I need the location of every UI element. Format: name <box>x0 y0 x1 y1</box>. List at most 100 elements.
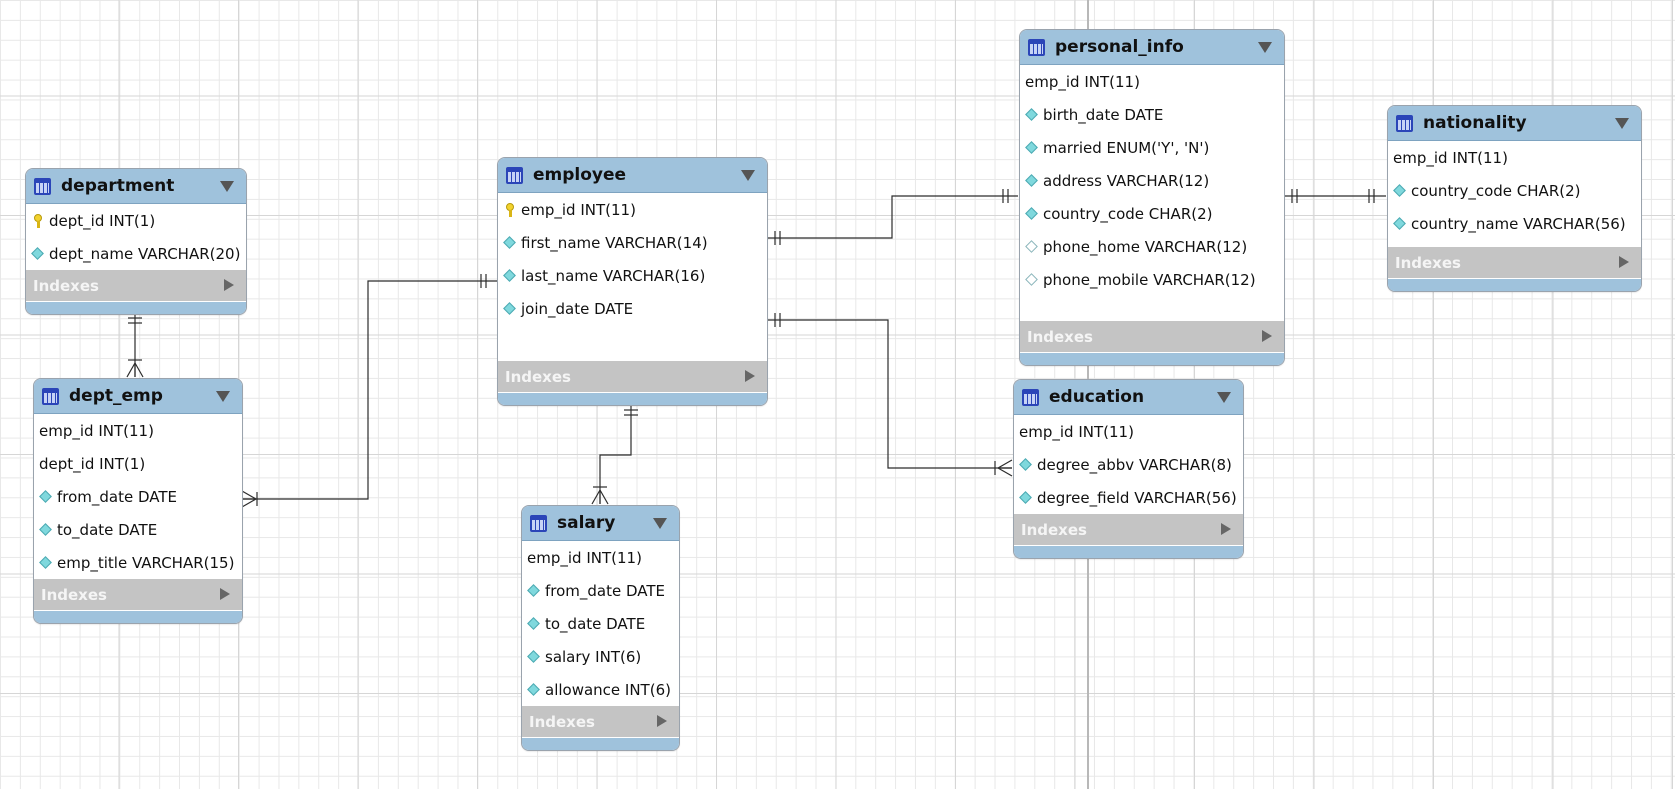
table-dept-emp[interactable]: dept_emp emp_id INT(11) dept_id INT(1) f… <box>33 378 243 624</box>
column-row[interactable]: last_name VARCHAR(16) <box>498 259 767 292</box>
expand-arrow-icon[interactable] <box>657 715 667 727</box>
column-label: emp_id INT(11) <box>1393 148 1508 167</box>
column-diamond-icon <box>526 649 542 665</box>
column-row[interactable]: dept_name VARCHAR(20) <box>26 237 246 270</box>
column-row[interactable]: phone_mobile VARCHAR(12) <box>1020 263 1284 296</box>
collapse-triangle-icon[interactable] <box>1615 118 1629 129</box>
rel-employee-dept-emp[interactable] <box>241 274 497 508</box>
collapse-triangle-icon[interactable] <box>216 391 230 402</box>
indexes-bar[interactable]: Indexes <box>26 270 246 301</box>
column-row[interactable]: married ENUM('Y', 'N') <box>1020 131 1284 164</box>
column-row[interactable]: allowance INT(6) <box>522 673 679 706</box>
rel-employee-education[interactable] <box>767 313 1013 477</box>
indexes-bar[interactable]: Indexes <box>1020 321 1284 352</box>
column-row[interactable]: emp_id INT(11) <box>1014 415 1243 448</box>
table-name: nationality <box>1423 113 1527 133</box>
indexes-label: Indexes <box>529 712 595 731</box>
table-name: personal_info <box>1055 37 1184 57</box>
rel-personal-info-nationality[interactable] <box>1284 189 1386 203</box>
column-diamond-icon <box>1018 457 1034 473</box>
expand-arrow-icon[interactable] <box>1619 256 1629 268</box>
column-label: salary INT(6) <box>545 647 642 666</box>
column-row[interactable]: address VARCHAR(12) <box>1020 164 1284 197</box>
column-row[interactable]: to_date DATE <box>522 607 679 640</box>
column-row[interactable]: to_date DATE <box>34 513 242 546</box>
column-row[interactable]: emp_id INT(11) <box>522 541 679 574</box>
indexes-bar[interactable]: Indexes <box>522 706 679 737</box>
nullable-diamond-icon <box>1024 272 1040 288</box>
table-icon <box>1022 388 1039 406</box>
column-row[interactable]: dept_id INT(1) <box>34 447 242 480</box>
table-header[interactable]: salary <box>522 506 679 541</box>
table-salary[interactable]: salary emp_id INT(11) from_date DATE to_… <box>521 505 680 751</box>
collapse-triangle-icon[interactable] <box>653 518 667 529</box>
collapse-triangle-icon[interactable] <box>741 170 755 181</box>
collapse-triangle-icon[interactable] <box>1258 42 1272 53</box>
rel-department-dept-emp[interactable] <box>126 314 144 378</box>
column-label: emp_id INT(11) <box>39 421 154 440</box>
rel-employee-personal-info[interactable] <box>767 189 1018 245</box>
column-diamond-icon <box>38 555 54 571</box>
indexes-bar[interactable]: Indexes <box>498 361 767 392</box>
table-header[interactable]: dept_emp <box>34 379 242 414</box>
table-department[interactable]: department dept_id INT(1) dept_name VARC… <box>25 168 247 315</box>
column-diamond-icon <box>502 268 518 284</box>
column-row[interactable]: emp_id INT(11) <box>1020 65 1284 98</box>
column-row[interactable]: join_date DATE <box>498 292 767 325</box>
column-label: country_name VARCHAR(56) <box>1411 214 1626 233</box>
column-row[interactable]: emp_title VARCHAR(15) <box>34 546 242 579</box>
indexes-label: Indexes <box>1395 253 1461 272</box>
table-icon <box>42 387 59 405</box>
column-label: emp_id INT(11) <box>1019 422 1134 441</box>
column-label: dept_name VARCHAR(20) <box>49 244 241 263</box>
indexes-bar[interactable]: Indexes <box>1014 514 1243 545</box>
rel-employee-salary[interactable] <box>591 404 638 505</box>
table-icon <box>1396 114 1413 132</box>
column-row[interactable]: emp_id INT(11) <box>498 193 767 226</box>
column-row[interactable]: dept_id INT(1) <box>26 204 246 237</box>
table-footer <box>522 738 679 750</box>
column-row[interactable]: emp_id INT(11) <box>34 414 242 447</box>
collapse-triangle-icon[interactable] <box>220 181 234 192</box>
column-row[interactable]: salary INT(6) <box>522 640 679 673</box>
expand-arrow-icon[interactable] <box>1221 523 1231 535</box>
table-header[interactable]: education <box>1014 380 1243 415</box>
table-header[interactable]: employee <box>498 158 767 193</box>
expand-arrow-icon[interactable] <box>1262 330 1272 342</box>
column-row[interactable]: birth_date DATE <box>1020 98 1284 131</box>
column-row[interactable]: from_date DATE <box>34 480 242 513</box>
table-header[interactable]: personal_info <box>1020 30 1284 65</box>
column-label: phone_mobile VARCHAR(12) <box>1043 270 1256 289</box>
column-row[interactable]: country_code CHAR(2) <box>1388 174 1641 207</box>
column-row[interactable]: degree_field VARCHAR(56) <box>1014 481 1243 514</box>
column-row[interactable]: emp_id INT(11) <box>1388 141 1641 174</box>
indexes-label: Indexes <box>33 276 99 295</box>
column-row[interactable]: first_name VARCHAR(14) <box>498 226 767 259</box>
indexes-bar[interactable]: Indexes <box>34 579 242 610</box>
column-label: emp_id INT(11) <box>527 548 642 567</box>
table-personal-info[interactable]: personal_info emp_id INT(11) birth_date … <box>1019 29 1285 366</box>
table-header[interactable]: department <box>26 169 246 204</box>
column-row[interactable]: phone_home VARCHAR(12) <box>1020 230 1284 263</box>
expand-arrow-icon[interactable] <box>220 588 230 600</box>
table-employee[interactable]: employee emp_id INT(11) first_name VARCH… <box>497 157 768 406</box>
column-row[interactable]: degree_abbv VARCHAR(8) <box>1014 448 1243 481</box>
column-row[interactable]: country_name VARCHAR(56) <box>1388 207 1641 240</box>
expand-arrow-icon[interactable] <box>224 279 234 291</box>
table-education[interactable]: education emp_id INT(11) degree_abbv VAR… <box>1013 379 1244 559</box>
column-label: married ENUM('Y', 'N') <box>1043 138 1210 157</box>
expand-arrow-icon[interactable] <box>745 370 755 382</box>
column-label: from_date DATE <box>57 487 178 506</box>
column-row[interactable]: country_code CHAR(2) <box>1020 197 1284 230</box>
table-icon <box>34 177 51 195</box>
table-header[interactable]: nationality <box>1388 106 1641 141</box>
column-label: from_date DATE <box>545 581 666 600</box>
column-label: dept_id INT(1) <box>39 454 146 473</box>
collapse-triangle-icon[interactable] <box>1217 392 1231 403</box>
table-nationality[interactable]: nationality emp_id INT(11) country_code … <box>1387 105 1642 292</box>
indexes-label: Indexes <box>41 585 107 604</box>
table-name: dept_emp <box>69 386 163 406</box>
column-diamond-icon <box>1024 107 1040 123</box>
column-row[interactable]: from_date DATE <box>522 574 679 607</box>
indexes-bar[interactable]: Indexes <box>1388 247 1641 278</box>
